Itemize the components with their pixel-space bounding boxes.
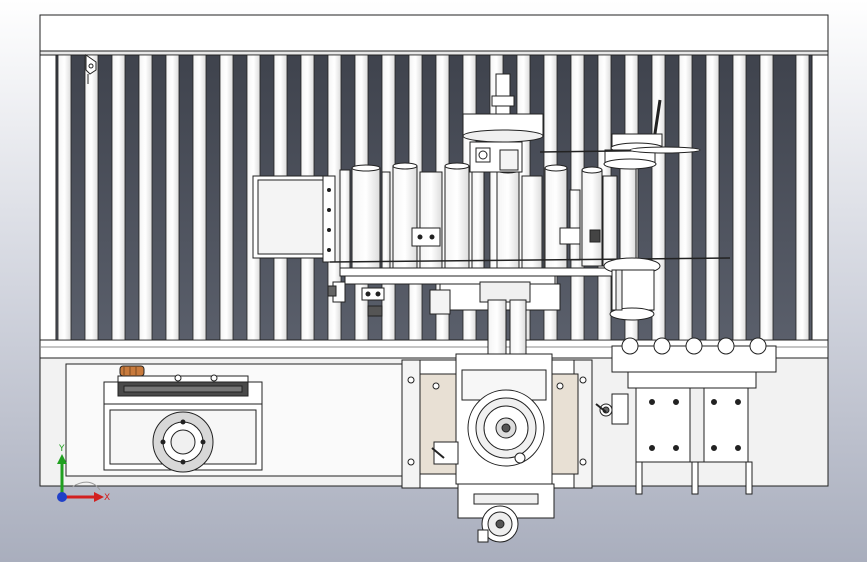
- lower-left-module: [103, 365, 263, 473]
- coordinate-triad: Y X: [57, 444, 110, 503]
- y-axis-label: Y: [58, 444, 65, 454]
- x-axis-label: X: [104, 493, 110, 503]
- roller-assembly: [252, 73, 731, 361]
- slide-table: [401, 353, 593, 543]
- lower-right-module: [595, 337, 777, 495]
- z-axis-dot: [57, 492, 67, 502]
- hook-bracket: [85, 54, 97, 84]
